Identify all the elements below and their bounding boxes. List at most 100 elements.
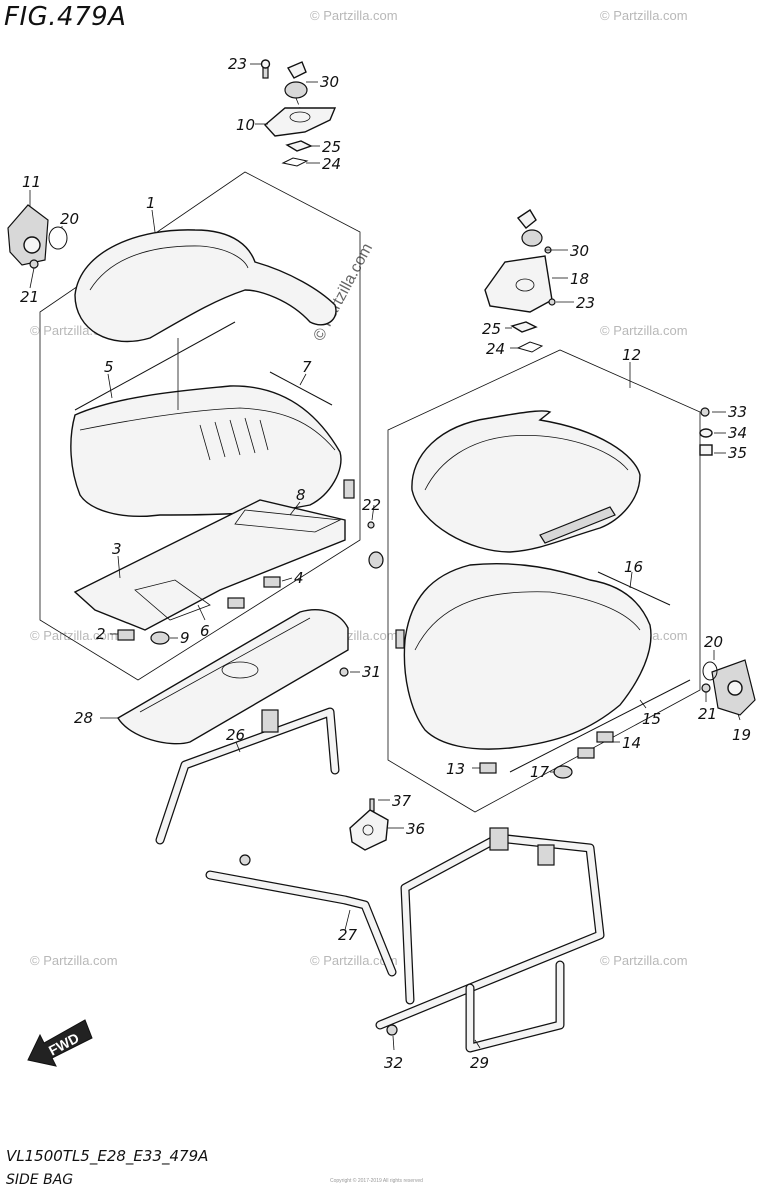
callout-3: 3	[112, 540, 122, 558]
bracket-4b	[227, 597, 245, 609]
frame-29-plate-a	[489, 827, 509, 851]
callout-36: 36	[406, 820, 425, 838]
frame-29-foot-inner	[466, 961, 564, 1052]
nut-13	[479, 762, 497, 774]
callout-24: 24	[322, 155, 341, 173]
bolt-32	[386, 1024, 398, 1036]
nut-21b	[701, 683, 711, 693]
callout-30: 30	[570, 242, 589, 260]
callout-30: 30	[320, 73, 339, 91]
lock-cover-hole-b	[515, 278, 535, 292]
watermark: © Partzilla.com	[30, 953, 118, 968]
leader-6	[197, 604, 206, 621]
bracket-4	[263, 576, 281, 588]
bracket-26	[155, 707, 340, 845]
callout-23: 23	[576, 294, 595, 312]
fwd-arrow-shape	[27, 1019, 93, 1067]
screw-33	[700, 407, 710, 417]
left-bag-inner-ribs	[199, 417, 269, 461]
callout-20: 20	[704, 633, 723, 651]
screw-23-head	[260, 59, 271, 69]
gasket-25	[285, 140, 313, 152]
callout-8: 8	[296, 486, 306, 504]
callout-11: 11	[22, 173, 41, 191]
clip-24	[281, 157, 309, 167]
callout-16: 16	[624, 558, 643, 576]
leader-26	[235, 741, 241, 753]
callout-4: 4	[294, 569, 304, 587]
lock-36-keyhole	[362, 824, 374, 836]
watermark: © Partzilla.com	[600, 323, 688, 338]
mount-plate-hole	[221, 661, 259, 679]
leader-15	[639, 699, 647, 709]
callout-21: 21	[698, 705, 717, 723]
callout-10: 10	[236, 116, 255, 134]
left-bag-assembly-box	[39, 171, 361, 681]
callout-5: 5	[104, 358, 114, 376]
callout-24: 24	[486, 340, 505, 358]
left-side-bag-1	[70, 229, 355, 645]
callout-25: 25	[482, 320, 501, 338]
leader-1	[151, 209, 156, 233]
stopper	[343, 479, 355, 499]
right-bag-lid-handle	[539, 506, 616, 544]
right-bag-assembly-box	[387, 349, 701, 813]
cushion-9	[150, 631, 170, 645]
reflector-lens	[23, 236, 41, 254]
cushion-22	[368, 551, 384, 569]
leader-27	[344, 909, 351, 931]
reflector-lens-b	[727, 680, 743, 696]
callout-28: 28	[74, 709, 93, 727]
leader-29	[474, 1039, 481, 1049]
right-bag-body	[403, 562, 652, 750]
gasket-7	[269, 371, 333, 406]
lock-cylinder-30	[284, 81, 308, 99]
leader-7	[299, 373, 307, 386]
figure-title: FIG.479A	[4, 2, 127, 32]
lock-key-30b	[516, 209, 537, 229]
right-lock-group	[484, 209, 556, 353]
nut-2	[117, 629, 135, 641]
lock-cover-18	[484, 255, 553, 313]
mount-plate	[117, 609, 349, 745]
leader-16	[629, 571, 633, 589]
leader-dash	[295, 97, 301, 109]
callout-27: 27	[338, 926, 358, 944]
right-side-bag-12	[367, 407, 713, 779]
callout-26: 26	[226, 726, 245, 744]
bolt-31	[339, 667, 349, 677]
assembly-boxes	[39, 171, 701, 813]
bolt-27	[239, 854, 251, 866]
callout-20: 20	[60, 210, 79, 228]
o-ring-20b	[702, 661, 718, 681]
callout-12: 12	[622, 346, 641, 364]
bracket-14	[596, 731, 614, 743]
section-name: SIDE BAG	[6, 1172, 74, 1188]
watermark: © Partzilla.com	[310, 953, 398, 968]
callout-29: 29	[470, 1054, 489, 1072]
gasket-16	[597, 571, 671, 606]
mount-plate-28	[117, 609, 349, 745]
clip-24b	[516, 341, 544, 353]
gasket-5	[74, 321, 236, 411]
leader-5	[107, 373, 113, 399]
callout-14: 14	[622, 734, 641, 752]
right-bag-body-rim	[414, 591, 641, 651]
lock-36	[349, 809, 389, 851]
gasket-15	[509, 679, 691, 773]
fwd-arrow: FWD	[27, 1019, 93, 1067]
left-bag-lid	[74, 229, 337, 343]
top-lock-group	[260, 59, 337, 167]
plate-6	[134, 579, 211, 621]
left-bag-body	[70, 385, 342, 517]
leader-4	[281, 577, 293, 582]
frame-29-plate-b	[537, 844, 555, 866]
lock-cylinder-30b	[521, 229, 543, 247]
lock-key-30	[286, 61, 307, 79]
callout-25: 25	[322, 138, 341, 156]
collar-35	[699, 444, 713, 456]
watermark: © Partzilla.com	[310, 8, 398, 23]
callout-1: 1	[146, 194, 156, 212]
frame-29-inner	[376, 834, 604, 1029]
callout-32: 32	[384, 1054, 403, 1072]
